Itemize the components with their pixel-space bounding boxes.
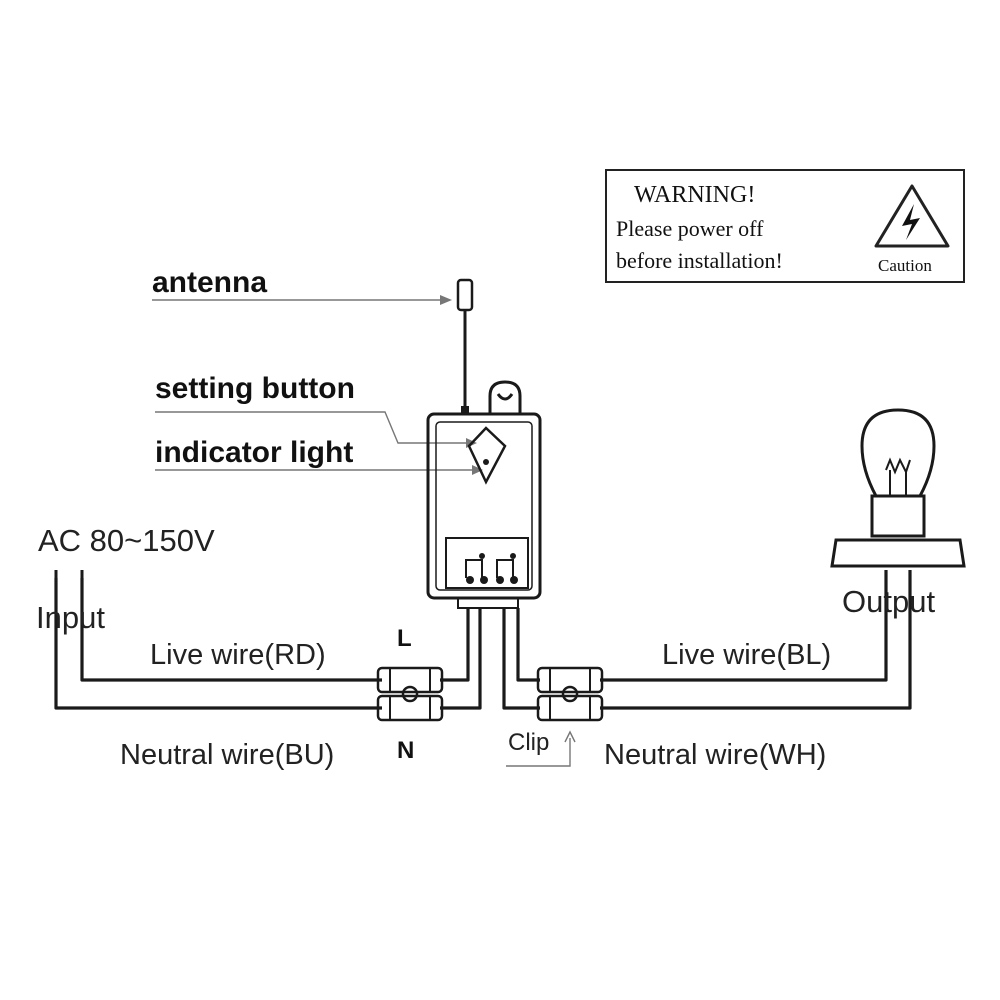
right-wire-connector	[536, 666, 604, 722]
neutral-wire-input	[54, 578, 382, 710]
controller-device	[426, 278, 542, 609]
neutral-wire-output	[600, 570, 912, 710]
clip-up-arrow-icon	[506, 730, 576, 767]
output-label: Output	[842, 584, 935, 619]
neutral-wire-device-out	[502, 608, 540, 710]
input-terminals	[54, 570, 84, 590]
warning-box: WARNING! Please power off before install…	[605, 169, 965, 283]
live-wire-device-out	[516, 608, 540, 682]
antenna-icon	[456, 278, 474, 414]
terminal-block	[445, 537, 529, 589]
high-voltage-triangle-icon	[874, 184, 950, 248]
setting-button-label: setting button	[155, 372, 355, 405]
indicator-light-icon	[483, 459, 489, 465]
warning-line-1: Please power off	[616, 216, 764, 241]
ac-voltage-label: AC 80~150V	[38, 523, 215, 558]
input-label: Input	[36, 600, 105, 635]
live-wire-device-l	[440, 608, 470, 682]
caution-label: Caution	[878, 256, 932, 275]
live-wire-input-label: Live wire(RD)	[150, 639, 326, 671]
wires	[54, 570, 912, 710]
indicator-arrow-icon	[472, 465, 483, 475]
warning-title: WARNING!	[634, 182, 755, 208]
warning-line-2: before installation!	[616, 248, 783, 273]
light-bulb-icon	[830, 408, 966, 568]
neutral-wire-input-label: Neutral wire(BU)	[120, 739, 334, 771]
antenna-arrow-icon	[440, 295, 452, 305]
live-wire-output-label: Live wire(BL)	[662, 639, 831, 671]
left-wire-connector	[376, 666, 444, 722]
live-wire-input	[80, 578, 382, 682]
setting-button-icon[interactable]	[467, 426, 507, 485]
mounting-hook-icon	[488, 380, 522, 414]
neutral-wire-output-label: Neutral wire(WH)	[604, 739, 826, 771]
n-terminal-label: N	[397, 737, 414, 764]
antenna-label: antenna	[152, 266, 267, 299]
l-terminal-label: L	[397, 625, 412, 652]
setting-button-leader	[155, 411, 470, 444]
live-wire-output	[600, 570, 888, 682]
indicator-light-label: indicator light	[155, 436, 353, 469]
neutral-wire-device-n	[440, 608, 482, 710]
clip-label: Clip	[508, 729, 549, 756]
